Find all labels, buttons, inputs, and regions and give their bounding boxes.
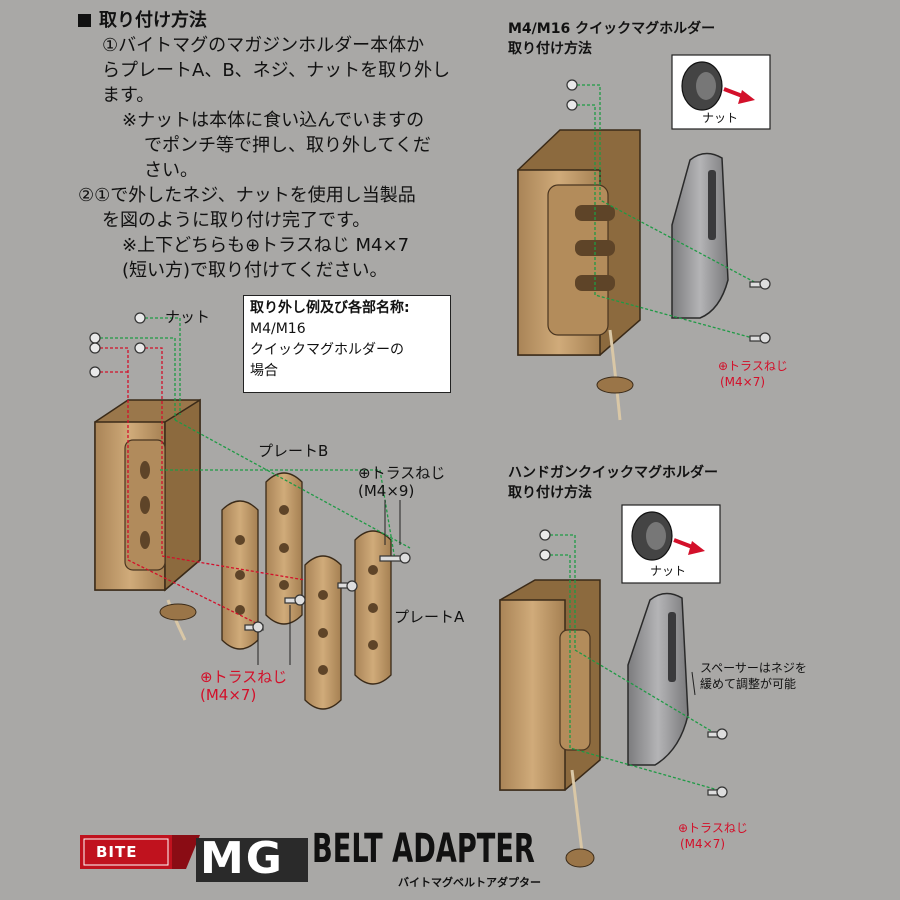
instruction-line: を図のように取り付け完了です。 (102, 210, 371, 231)
example-box-line: クイックマグホルダーの (250, 342, 404, 358)
screw-long-label: ⊕トラスねじ (358, 464, 446, 482)
m4-screw-label: ⊕トラスねじ (718, 359, 788, 373)
left-plate-b-rear (221, 500, 259, 650)
instruction-line: ※ナットは本体に食い込んでいますの (122, 110, 425, 131)
plate-a-label: プレートA (394, 608, 465, 626)
left-plate-a-rear (304, 555, 342, 710)
left-plate-b (265, 472, 303, 625)
m4-belt-clip (671, 152, 729, 319)
square-bullet-icon (78, 14, 91, 27)
instruction-line: さい。 (144, 160, 198, 181)
handgun-belt-clip (627, 592, 689, 766)
instructions: 取り付け方法 ①バイトマグのマガジンホルダー本体か らプレートA、B、ネジ、ナッ… (78, 8, 478, 283)
handgun-assembly-lines (545, 534, 719, 791)
left-plate-a (354, 530, 392, 685)
example-parts-box: 取り外し例及び各部名称: M4/M16 クイックマグホルダーの 場合 (243, 295, 451, 393)
instruction-line: (短い方)で取り付けてください。 (122, 260, 388, 281)
m4-title-line1: M4/M16 クイックマグホルダー (508, 21, 716, 37)
left-nut-label: ナット (165, 308, 211, 326)
instruction-line: ①バイトマグのマガジンホルダー本体か (102, 35, 425, 56)
example-box-line: M4/M16 (250, 321, 306, 337)
spacer-note-line1: スペーサーはネジを (700, 661, 807, 675)
handgun-screw-size: (M4×7) (680, 837, 726, 851)
left-assembly-lines (95, 317, 411, 626)
left-mag-holder (94, 398, 201, 641)
m4-screw-size: (M4×7) (720, 375, 766, 389)
plate-b-label: プレートB (258, 442, 329, 460)
instruction-line: らプレートA、B、ネジ、ナットを取り外し (102, 60, 451, 81)
logo-belt-adapter-title: BELT ADAPTER (312, 826, 535, 872)
instruction-line: ます。 (102, 85, 155, 106)
m4-assembly-lines (572, 84, 761, 341)
handgun-nuts (539, 529, 551, 561)
spacer-note-line2: 緩めて調整が可能 (700, 677, 797, 691)
handgun-nut-label: ナット (650, 564, 687, 578)
handgun-screws (707, 728, 728, 798)
screw-long-size: (M4×9) (358, 482, 415, 500)
left-nuts (89, 312, 146, 378)
instructions-heading: 取り付け方法 (78, 8, 478, 33)
instruction-line: ※上下どちらも⊕トラスねじ M4×7 (122, 235, 410, 256)
left-screws (244, 552, 411, 633)
handgun-title-line2: 取り付け方法 (508, 485, 592, 501)
screw-short-size: (M4×7) (200, 686, 257, 704)
logo-subtitle: バイトマグベルトアダプター (398, 876, 541, 889)
handgun-screw-label: ⊕トラスねじ (678, 821, 748, 835)
m4-mag-holder (517, 129, 641, 421)
example-box-title: 取り外し例及び各部名称: (250, 300, 410, 316)
handgun-title-line1: ハンドガンクイックマグホルダー (508, 465, 718, 481)
m4-title-line2: 取り付け方法 (508, 41, 592, 57)
instruction-line: ②①で外したネジ、ナットを使用し当製品 (78, 185, 416, 206)
instruction-line: でポンチ等で押し、取り外してくだ (144, 135, 431, 156)
spacer-callout-line (691, 671, 696, 696)
handgun-nut-callout (621, 504, 721, 584)
m4-screws (749, 278, 771, 344)
left-callout-lines (257, 500, 401, 665)
m4-nuts (566, 79, 578, 111)
screw-short-label: ⊕トラスねじ (200, 668, 288, 686)
logo-mg-text: MG (200, 833, 284, 884)
handgun-mag-holder (499, 579, 601, 868)
example-box-line: 場合 (250, 363, 278, 379)
m4-nut-label: ナット (702, 111, 739, 125)
logo-bite-text: BITE (96, 843, 138, 861)
m4-nut-callout (671, 54, 771, 130)
bite-logo (80, 835, 308, 882)
